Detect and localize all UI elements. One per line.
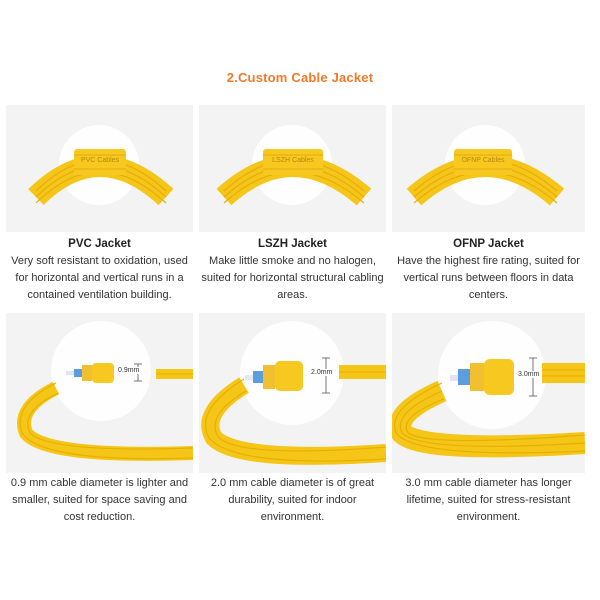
jacket-name: PVC Jacket: [68, 238, 131, 250]
cable-print-text: PVC Cables: [80, 157, 120, 164]
jacket-name: OFNP Jacket: [453, 238, 524, 250]
diameter-label: 0.9mm: [118, 367, 140, 374]
pvc-jacket-caption: PVC Jacket Very soft resistant to oxidat…: [6, 236, 193, 304]
section-title: 2.Custom Cable Jacket: [226, 70, 374, 85]
diameter-0-9mm-caption: 0.9 mm cable diameter is lighter and sma…: [6, 475, 193, 526]
diameter-2-0mm-caption: 2.0 mm cable diameter is of great durabi…: [199, 475, 386, 526]
diameter-2-0mm-image: 2.0mm: [199, 313, 386, 473]
lszh-cable-illustration: [216, 125, 372, 206]
diameter-description: 2.0 mm cable diameter is of great durabi…: [210, 477, 375, 523]
pvc-jacket-image: PVC Cables: [6, 105, 193, 232]
jacket-description: Make little smoke and no halogen, suited…: [201, 255, 384, 301]
pvc-cable-illustration: [28, 125, 174, 206]
jacket-description: Have the highest fire rating, suited for…: [397, 255, 580, 301]
diameter-0-9mm-image: 0.9mm: [6, 313, 193, 473]
ofnp-jacket-caption: OFNP Jacket Have the highest fire rating…: [392, 236, 585, 304]
cable-2-0mm-illustration: [201, 321, 386, 465]
diameter-description: 3.0 mm cable diameter has longer lifetim…: [405, 477, 572, 523]
diameter-3-0mm-image: 3.0mm: [392, 313, 585, 473]
jacket-description: Very soft resistant to oxidation, used f…: [11, 255, 188, 301]
cable-print-text: OFNP Cables: [461, 157, 505, 164]
diameter-label: 2.0mm: [311, 369, 333, 376]
ofnp-jacket-image: OFNP Cables: [392, 105, 585, 232]
lszh-jacket-image: LSZH Cables: [199, 105, 386, 232]
diameter-description: 0.9 mm cable diameter is lighter and sma…: [10, 477, 189, 523]
diameter-label: 3.0mm: [518, 371, 540, 378]
ofnp-cable-illustration: [406, 125, 565, 206]
cable-0-9mm-illustration: [17, 321, 193, 461]
cable-print-text: LSZH Cables: [272, 157, 314, 164]
diameter-3-0mm-caption: 3.0 mm cable diameter has longer lifetim…: [392, 475, 585, 526]
jacket-name: LSZH Jacket: [257, 238, 328, 250]
cable-3-0mm-illustration: [392, 321, 585, 458]
lszh-jacket-caption: LSZH Jacket Make little smoke and no hal…: [199, 236, 386, 304]
